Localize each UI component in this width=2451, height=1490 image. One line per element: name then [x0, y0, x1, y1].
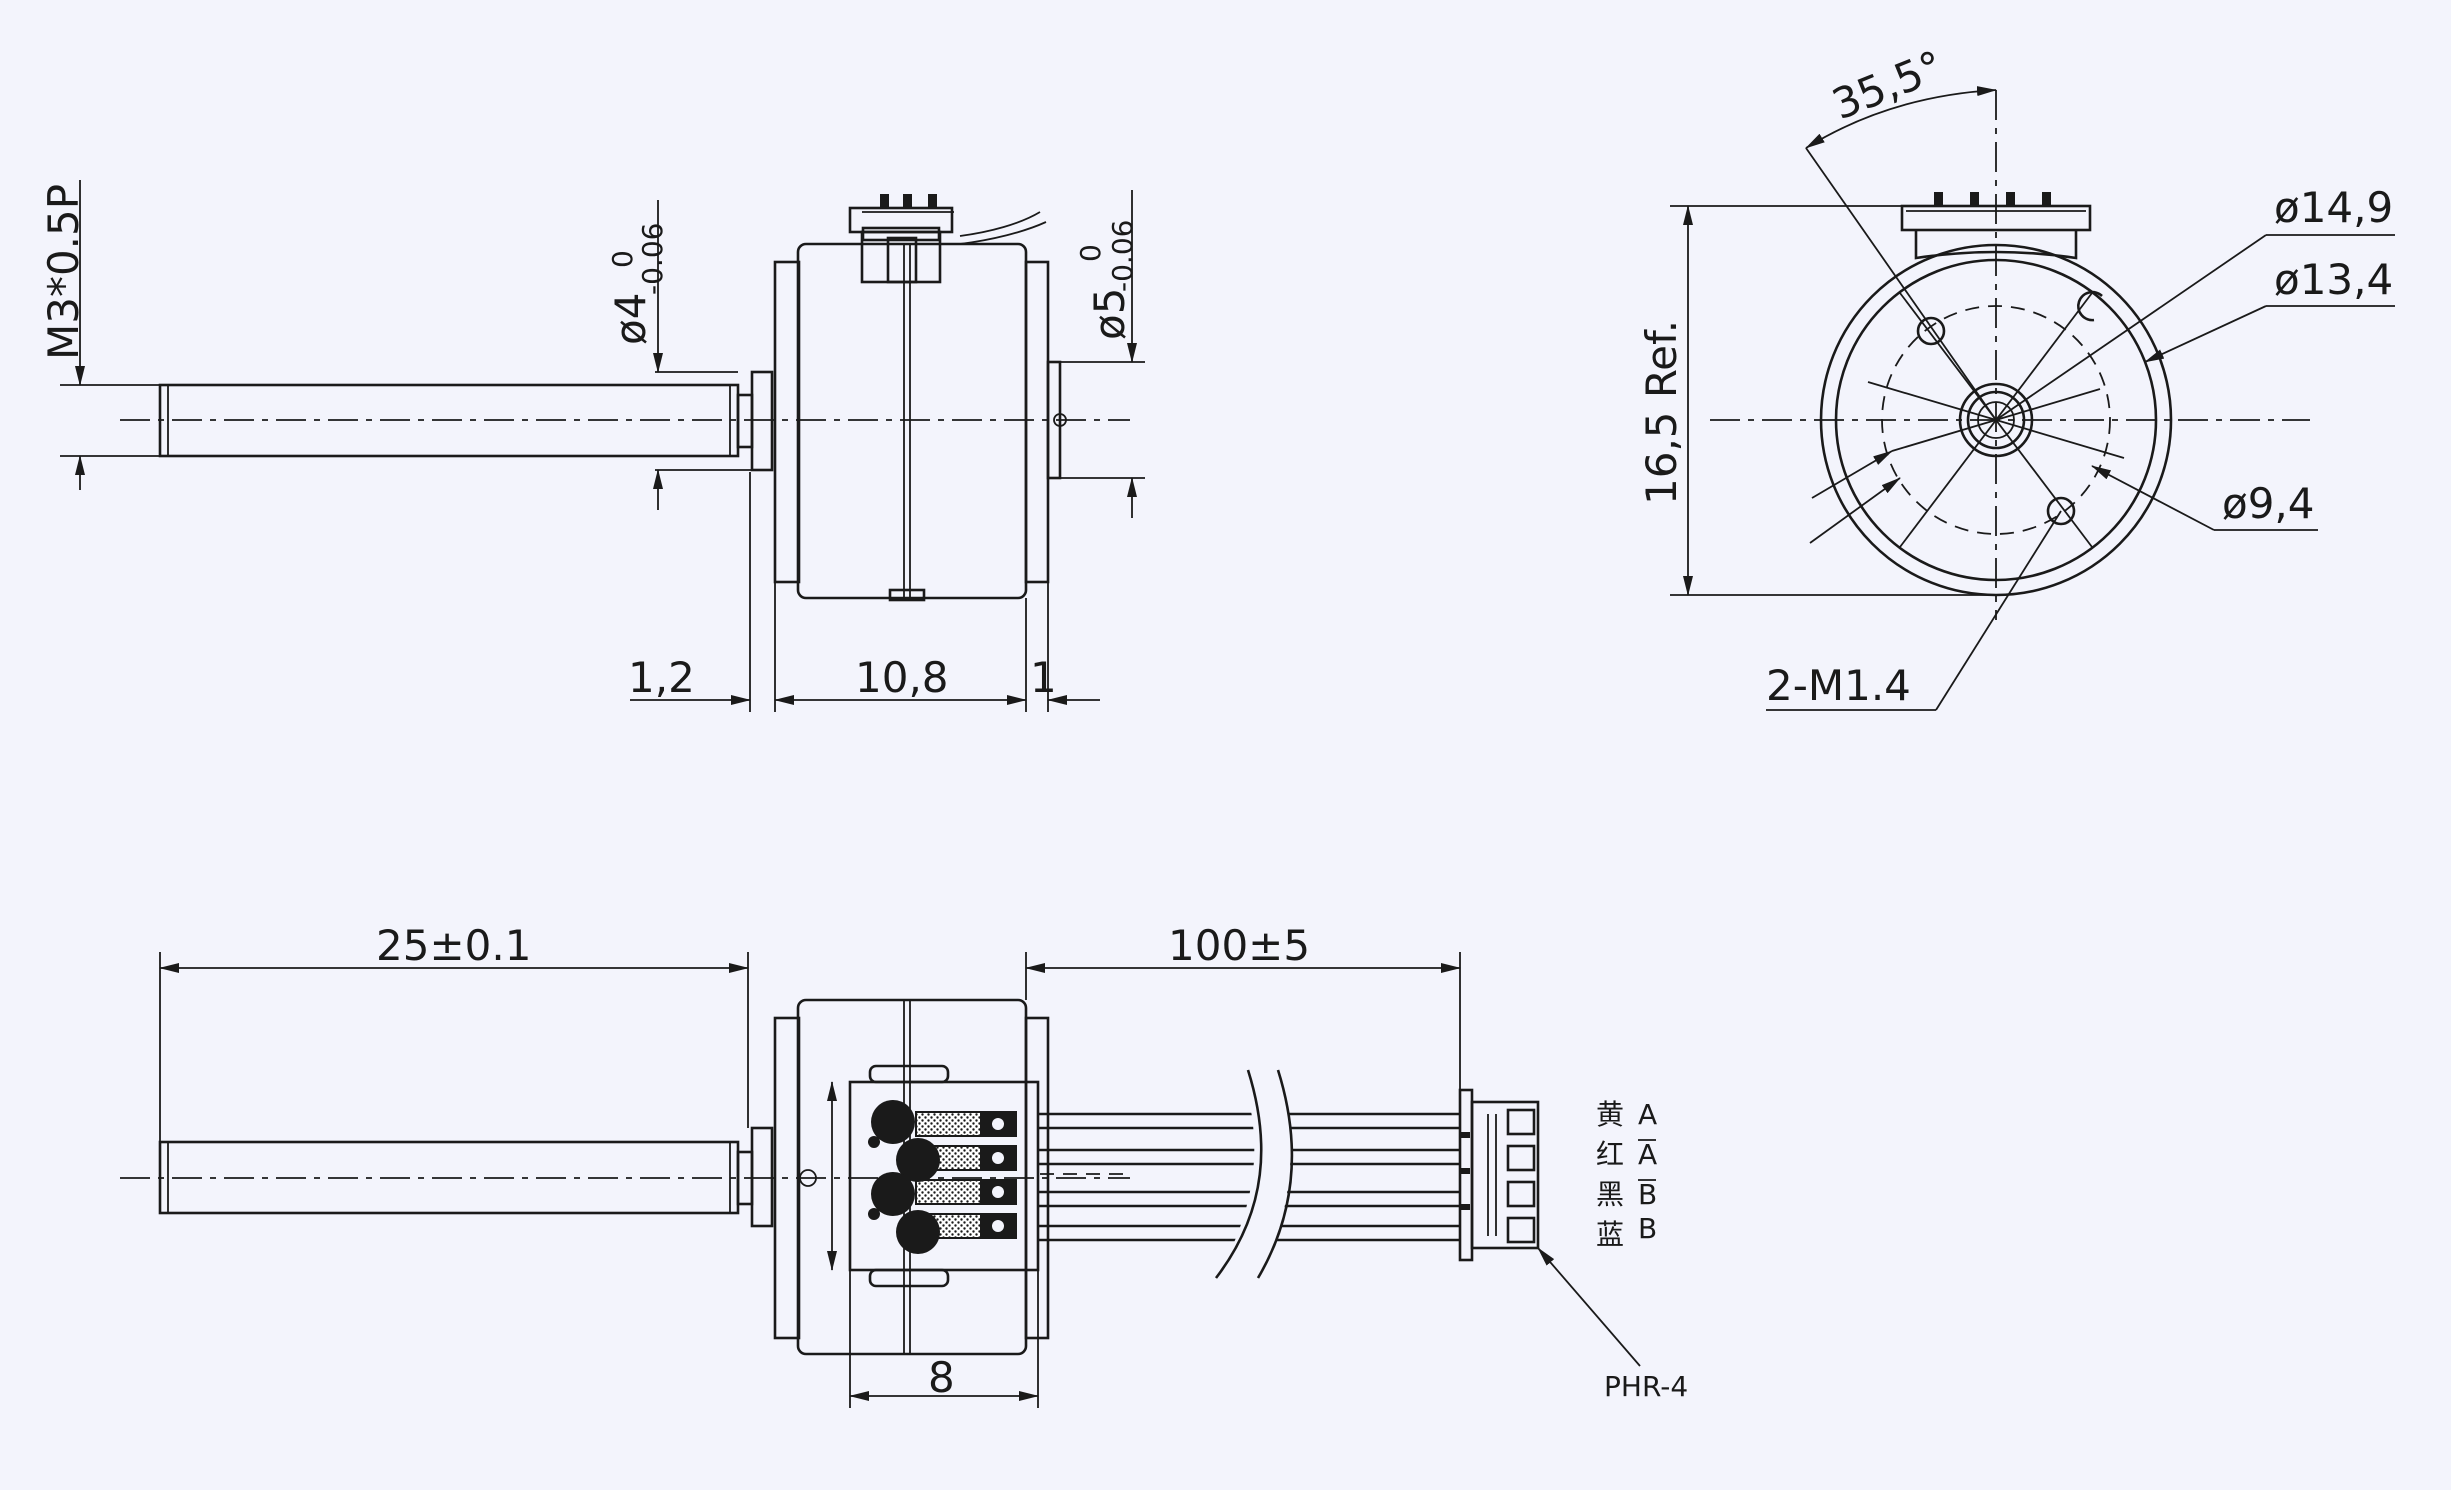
terminal-width-label: 8: [928, 1353, 955, 1402]
inner-diameter-label: ø13,4: [2274, 255, 2393, 304]
wire-color-2: 红: [1596, 1138, 1624, 1171]
height-label: 16,5 Ref.: [1637, 320, 1686, 505]
boss-tol-upper: 0: [1074, 244, 1107, 262]
dim-body-label: 10,8: [855, 653, 949, 702]
bottom-view: 黄 A 红 A 黑 B 蓝 B PHR-4 25±0.1 100±5 8: [120, 921, 1688, 1408]
rear-flange: [1024, 260, 1050, 584]
connector-label: PHR-4: [1604, 1370, 1688, 1403]
top-view: M3*0.5P ø4 0 -0.06 ø5 0 -0.06 1,2 10,8 1: [39, 180, 1145, 712]
angle-label: 35,5°: [1825, 41, 1950, 129]
wire-color-4: 蓝: [1596, 1218, 1624, 1251]
wire-signal-4: B: [1638, 1212, 1657, 1245]
shaft-diameter-label: ø4: [606, 293, 655, 345]
shaft-tol-lower: -0.06: [636, 223, 669, 295]
outer-diameter-label: ø14,9: [2274, 183, 2393, 232]
lead-wires: [1038, 1069, 1460, 1279]
thread-label: M3*0.5P: [39, 184, 88, 360]
hole-circle-label: ø9,4: [2222, 479, 2315, 528]
shaft-length-label: 25±0.1: [376, 921, 531, 970]
mount-hole-upper: [1916, 316, 1946, 346]
dim-boss-label: 1: [1030, 653, 1057, 702]
wire-color-3: 黑: [1596, 1178, 1624, 1211]
terminal-board: [848, 1080, 1040, 1272]
wire-legend: 黄 A 红 A 黑 B 蓝 B: [1596, 1098, 1657, 1251]
solder-pads: [868, 1100, 1017, 1254]
connector-phr4: [1458, 1088, 1540, 1262]
front-flange: [773, 260, 801, 584]
wire-signal-3: B: [1638, 1178, 1657, 1211]
boss-diameter-label: ø5: [1085, 288, 1134, 340]
end-view: 35,5° 16,5 Ref. ø14,9 ø13,4 ø9,4 2-M1.4: [1637, 41, 2395, 711]
dim-flange-label: 1,2: [628, 653, 695, 702]
mount-hole-lower: [2046, 496, 2076, 526]
shaft-tol-upper: 0: [606, 250, 639, 268]
boss-tol-lower: -0.06: [1106, 220, 1139, 292]
mount-holes-label: 2-M1.4: [1766, 661, 1911, 710]
motor-body: [796, 242, 1028, 600]
lead-length-label: 100±5: [1168, 921, 1310, 970]
wire-signal-2: A: [1638, 1138, 1657, 1171]
wire-signal-1: A: [1638, 1098, 1657, 1131]
wire-color-1: 黄: [1596, 1098, 1624, 1131]
